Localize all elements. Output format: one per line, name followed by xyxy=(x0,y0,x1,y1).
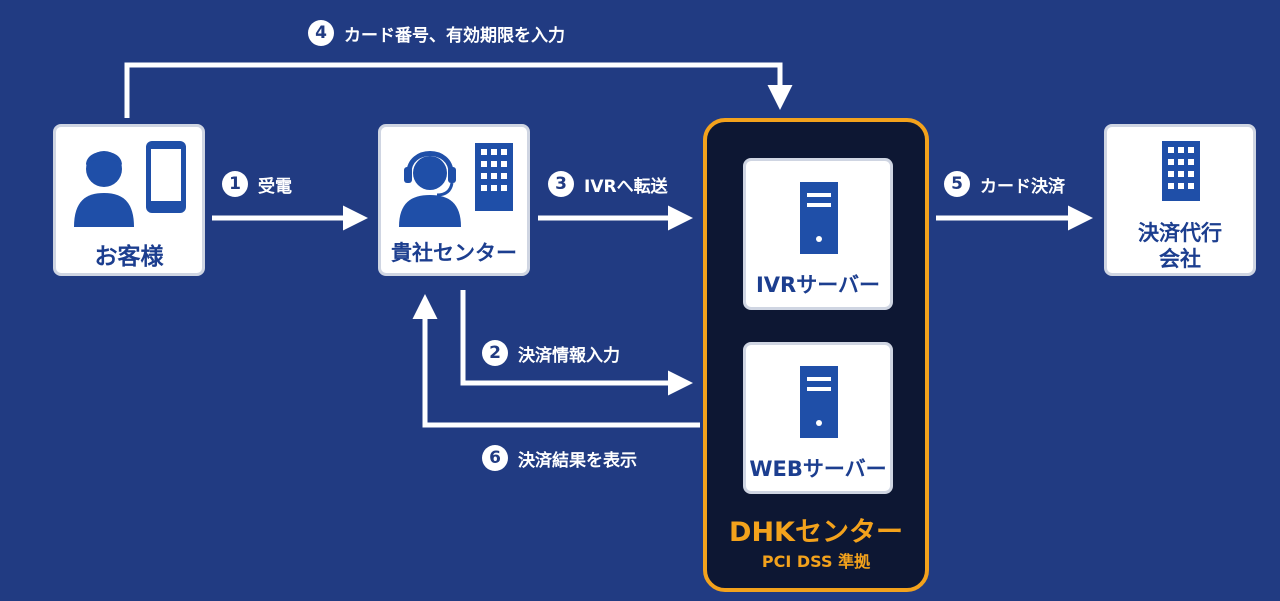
operator-headset-icon xyxy=(399,151,461,227)
step-text: 決済結果を表示 xyxy=(518,450,637,471)
step-number-badge: 2 xyxy=(482,340,508,366)
step-number-badge: 1 xyxy=(222,171,248,197)
arrow-step4 xyxy=(124,62,793,118)
payment-agent-node: 決済代行 会社 xyxy=(1104,124,1256,276)
ivr-server-node: IVRサーバー xyxy=(743,158,893,310)
step-number-badge: 3 xyxy=(548,171,574,197)
step-number-badge: 5 xyxy=(944,171,970,197)
web-server-node: WEBサーバー xyxy=(743,342,893,494)
step-4-label: 4 カード番号、有効期限を入力 xyxy=(308,20,565,46)
web-server-label: WEBサーバー xyxy=(749,457,887,481)
step-text: IVRへ転送 xyxy=(584,176,668,197)
step-text: 受電 xyxy=(258,176,292,197)
dhk-pci-subtitle: PCI DSS 準拠 xyxy=(761,552,871,571)
arrow-step6 xyxy=(412,294,700,428)
step-number-badge: 4 xyxy=(308,20,334,46)
server-icon xyxy=(800,182,838,254)
smartphone-icon xyxy=(146,141,186,213)
step-3-label: 3 IVRへ転送 xyxy=(548,171,668,197)
building-icon xyxy=(475,143,513,211)
payment-agent-label-line1: 決済代行 xyxy=(1138,221,1222,245)
dhk-center-title: DHKセンター xyxy=(729,517,903,548)
ivr-server-label: IVRサーバー xyxy=(755,273,881,297)
person-icon xyxy=(74,151,134,227)
step-text: カード決済 xyxy=(980,176,1065,197)
arrow-step2 xyxy=(460,290,693,396)
step-6-label: 6 決済結果を表示 xyxy=(482,445,637,471)
dhk-center-container: IVRサーバー WEBサーバー DHKセンター PCI DSS 準拠 xyxy=(703,118,929,592)
step-number-badge: 6 xyxy=(482,445,508,471)
company-center-label: 貴社センター xyxy=(391,241,517,265)
step-text: カード番号、有効期限を入力 xyxy=(344,25,565,46)
building-icon xyxy=(1162,141,1200,201)
customer-label: お客様 xyxy=(94,244,164,270)
payment-agent-label-line2: 会社 xyxy=(1159,247,1201,271)
customer-node: お客様 xyxy=(53,124,205,276)
step-text: 決済情報入力 xyxy=(518,345,620,366)
step-2-label: 2 決済情報入力 xyxy=(482,340,620,366)
company-center-node: 貴社センター xyxy=(378,124,530,276)
step-5-label: 5 カード決済 xyxy=(944,171,1065,197)
step-1-label: 1 受電 xyxy=(222,171,292,197)
server-icon xyxy=(800,366,838,438)
